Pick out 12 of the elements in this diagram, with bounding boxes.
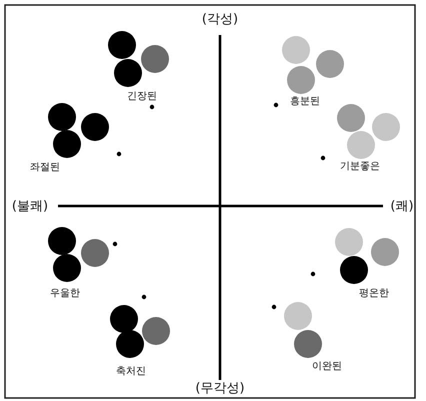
emotion-label: 긴장된 xyxy=(127,90,157,103)
emotion-label: 흥분된 xyxy=(290,95,320,108)
emotion-label: 좌절된 xyxy=(30,161,60,174)
emotion-label: 우울한 xyxy=(50,287,80,300)
emotion-label: 축처진 xyxy=(116,365,146,378)
emotion-label: 기분좋은 xyxy=(340,160,380,173)
emotion-label: 이완된 xyxy=(312,360,342,373)
axis-label: (쾌) xyxy=(390,198,414,215)
emotion-label: 평온한 xyxy=(359,287,389,300)
axis-label: (각성) xyxy=(202,11,238,28)
axis-label: (무각성) xyxy=(195,380,245,397)
axis-label: (불쾌) xyxy=(12,198,48,215)
